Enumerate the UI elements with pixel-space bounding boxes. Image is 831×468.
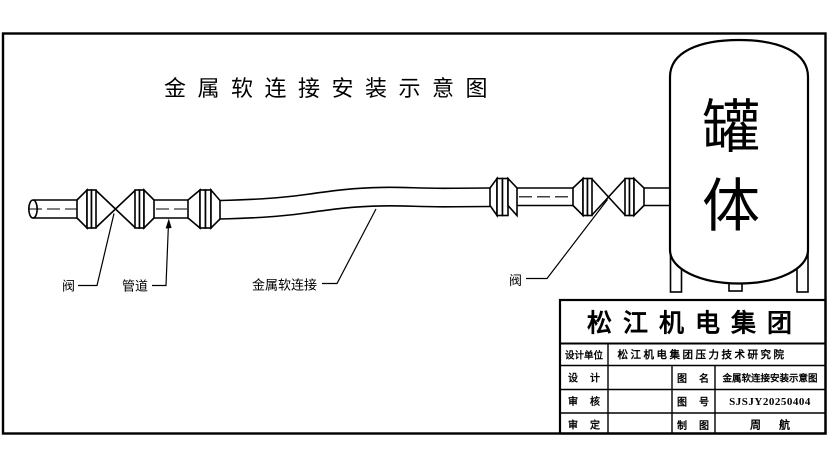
row-approver-label: 审定 <box>568 419 612 432</box>
pipe-leader-arrow <box>165 218 172 229</box>
flex-connection-label: 金属软连接 <box>252 278 317 293</box>
drawing-number-label: 图号 <box>677 397 721 409</box>
tank-label-line1: 罐 <box>702 95 760 160</box>
flex-connection-leader <box>322 208 377 285</box>
tank-label-line2: 体 <box>702 174 760 239</box>
flexible-connection <box>219 186 491 220</box>
callouts: 阀 管道 金属软连接 阀 <box>62 199 608 294</box>
pipe-label: 管道 <box>122 279 148 294</box>
piping-run <box>27 176 671 230</box>
drawing-title: 金属软连接安装示意图 <box>164 76 499 101</box>
design-unit-value: 松江机电集团压力技术研究院 <box>618 348 787 361</box>
draftsman-label: 制图 <box>677 419 721 432</box>
valve-left-leader <box>78 213 115 287</box>
draftsman-value: 周航 <box>750 418 808 432</box>
design-unit-label: 设计单位 <box>565 350 604 362</box>
pipe-segment-3 <box>517 187 573 207</box>
row-designer-label: 设计 <box>568 372 612 385</box>
valve-right-label: 阀 <box>509 273 522 288</box>
flange-joint-right <box>489 176 518 219</box>
valve-left-label: 阀 <box>62 279 75 294</box>
pipe-segment-2 <box>154 199 188 219</box>
drawing-number-value: SJSJY20250404 <box>729 396 811 408</box>
valve-right-leader <box>526 199 608 280</box>
pipe-segment-4 <box>644 187 671 207</box>
row-checker-label: 审核 <box>568 395 612 408</box>
valve-right-symbol <box>572 176 645 218</box>
valve-left-symbol <box>76 188 155 230</box>
pipe-segment-1 <box>29 199 81 219</box>
company-name: 松江机电集团 <box>587 309 803 338</box>
title-block: 松江机电集团 设计单位 松江机电集团压力技术研究院 设计 图名 金属软连接安装示… <box>558 298 827 435</box>
flange-joint-left <box>187 187 221 230</box>
pipe-leader <box>152 222 170 287</box>
tank-body <box>668 38 810 285</box>
drawing-name-value: 金属软连接安装示意图 <box>721 373 817 385</box>
title-block-border <box>558 298 827 435</box>
tank: 罐 体 <box>668 38 810 293</box>
drawing-name-label: 图名 <box>677 372 721 385</box>
drawing-frame <box>1 32 827 435</box>
